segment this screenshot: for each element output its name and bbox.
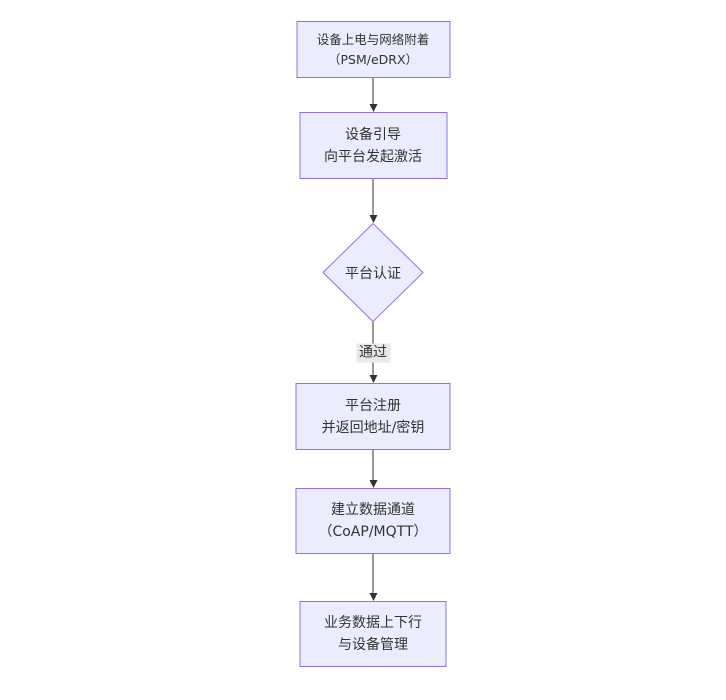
arrow-down-icon — [369, 215, 377, 223]
decision-platform-auth: 平台认证 — [322, 223, 424, 322]
node-power-network-attach: 设备上电与网络附着 （PSM/eDRX） — [296, 21, 450, 78]
edge-label-pass: 通过 — [356, 343, 390, 362]
node-label-line: （CoAP/MQTT） — [318, 524, 428, 540]
edge-arrow — [369, 554, 377, 601]
node-label-line: 平台注册 — [345, 397, 401, 414]
node-label-line: 向平台发起激活 — [324, 148, 422, 165]
node-label-line: 业务数据上下行 — [324, 615, 422, 631]
arrow-down-icon — [369, 104, 377, 112]
edge-line — [372, 78, 374, 104]
arrow-down-icon — [369, 480, 377, 488]
node-device-bootstrap: 设备引导 向平台发起激活 — [299, 112, 447, 179]
arrow-down-icon — [369, 593, 377, 601]
node-label-line: 并返回地址/密钥 — [321, 419, 425, 436]
node-data-channel: 建立数据通道 （CoAP/MQTT） — [295, 488, 451, 554]
node-label-line: 建立数据通道 — [331, 502, 415, 518]
edge-arrow — [369, 450, 377, 488]
node-platform-register: 平台注册 并返回地址/密钥 — [295, 383, 451, 450]
edge-arrow — [369, 78, 377, 112]
diamond-shape — [322, 223, 424, 322]
arrow-down-icon — [369, 375, 377, 383]
node-label-line: （PSM/eDRX） — [327, 51, 419, 67]
edge-line — [372, 179, 374, 215]
decision-label: 平台认证 — [345, 265, 401, 282]
edge-line — [372, 450, 374, 480]
node-label-line: 与设备管理 — [338, 637, 408, 653]
node-business-data: 业务数据上下行 与设备管理 — [299, 601, 447, 667]
node-label-line: 设备引导 — [345, 126, 401, 143]
edge-line — [372, 554, 374, 593]
edge-arrow-pass: 通过 — [356, 322, 390, 383]
node-label-line: 设备上电与网络附着 — [316, 31, 430, 47]
flowchart-column: 设备上电与网络附着 （PSM/eDRX） 设备引导 向平台发起激活 平台认证 通… — [295, 21, 451, 667]
edge-arrow — [369, 179, 377, 223]
